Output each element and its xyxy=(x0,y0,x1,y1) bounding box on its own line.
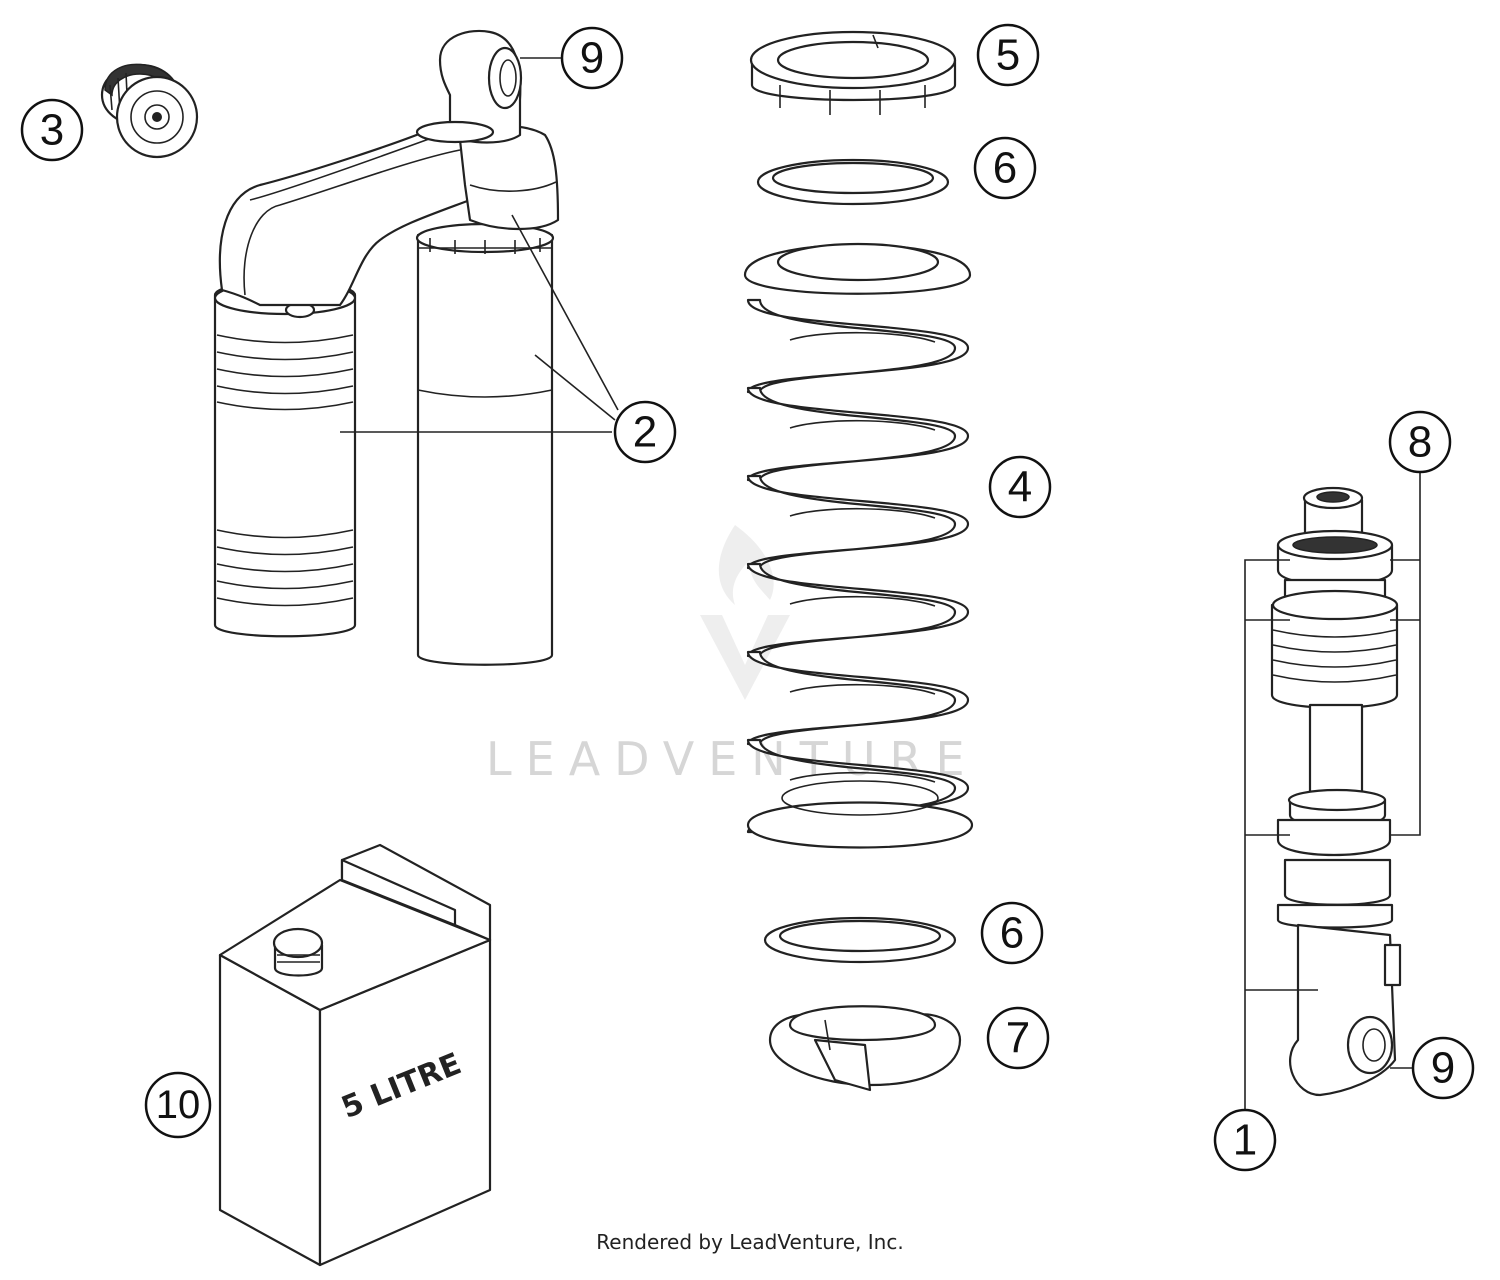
part-coil-spring xyxy=(745,244,972,848)
callout-5-number: 5 xyxy=(996,31,1020,80)
callout-3-number: 3 xyxy=(40,106,64,155)
callout-6-lower-number: 6 xyxy=(1000,909,1024,958)
callout-7: 7 xyxy=(986,1006,1050,1070)
callout-10-number: 10 xyxy=(156,1083,201,1127)
leader-lines xyxy=(340,57,1421,1115)
callout-2: 2 xyxy=(613,400,677,464)
part-preload-nut xyxy=(751,32,955,115)
part-oil-can: 5 LITRE xyxy=(220,845,490,1265)
callout-4: 4 xyxy=(988,455,1052,519)
callout-6-lower: 6 xyxy=(980,901,1044,965)
part-washer-upper xyxy=(758,160,948,204)
callout-8-number: 8 xyxy=(1408,418,1432,467)
callout-8: 8 xyxy=(1388,410,1452,474)
part-adjuster-knob xyxy=(102,64,197,157)
callout-6-upper: 6 xyxy=(973,136,1037,200)
callout-5: 5 xyxy=(976,23,1040,87)
callout-9-bottom: 9 xyxy=(1411,1036,1475,1100)
watermark-text: LEADVENTURE xyxy=(486,732,979,786)
watermark-logo-icon xyxy=(700,525,790,700)
callout-9-bottom-number: 9 xyxy=(1431,1044,1455,1093)
callout-1: 1 xyxy=(1213,1108,1277,1172)
part-washer-lower xyxy=(765,918,955,962)
callout-10: 10 xyxy=(144,1071,212,1139)
callout-3: 3 xyxy=(20,98,84,162)
callout-1-number: 1 xyxy=(1233,1116,1257,1165)
part-spring-retainer xyxy=(770,1006,960,1090)
callout-2-number: 2 xyxy=(633,408,657,457)
callout-9-top: 9 xyxy=(560,26,624,90)
callout-6-upper-number: 6 xyxy=(993,144,1017,193)
callout-9-top-number: 9 xyxy=(580,34,604,83)
watermark: LEADVENTURE xyxy=(486,525,979,786)
part-shock-body-reservoir xyxy=(215,31,558,665)
footer-credit: Rendered by LeadVenture, Inc. xyxy=(596,1230,904,1254)
part-damper-rod-assembly xyxy=(1272,488,1400,1095)
callout-4-number: 4 xyxy=(1008,463,1032,512)
callout-7-number: 7 xyxy=(1006,1014,1030,1063)
